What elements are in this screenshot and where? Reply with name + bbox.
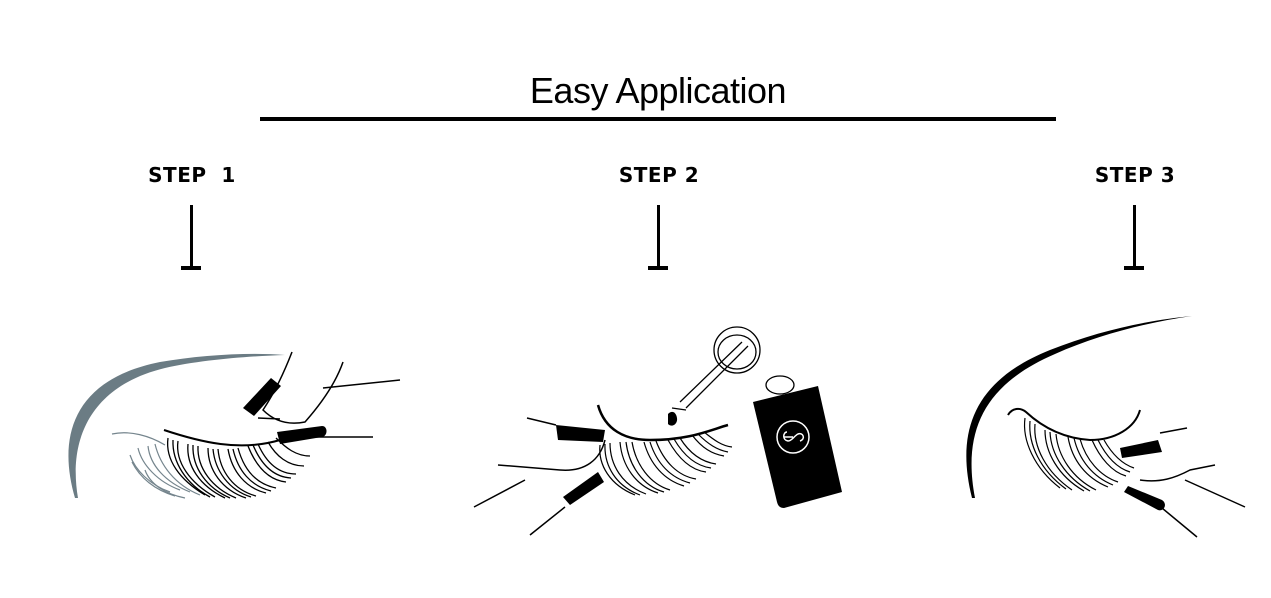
page-title: Easy Application: [529, 70, 787, 111]
tweezer-tip-upper-icon: [243, 378, 281, 416]
step-3-illustration: [966, 316, 1246, 538]
lid-line-icon: [1007, 407, 1141, 442]
glue-drop-icon: [668, 411, 678, 426]
step-1-label: STEP 1: [148, 163, 236, 187]
step-2-illustration: [473, 326, 842, 536]
step-3-connector-foot: [1124, 266, 1144, 270]
lash-strip-icon: [1023, 417, 1135, 492]
step-1-connector: [190, 205, 193, 267]
glue-bottle-icon: [753, 375, 842, 508]
tweezer-tip-lower-icon: [277, 426, 327, 444]
lash-strip-icon: [167, 437, 311, 499]
tweezer-tip-lower-icon: [1124, 486, 1165, 511]
tweezers-icon: [1139, 427, 1246, 538]
lash-band-icon: [596, 404, 729, 442]
step-1-connector-foot: [181, 266, 201, 270]
tweezers-icon: [257, 351, 401, 438]
step-1-illustration: [68, 351, 401, 499]
lid-line-icon: [163, 429, 281, 447]
finger-nail-upper-icon: [556, 425, 605, 442]
step-1-header: STEP 1: [112, 163, 272, 187]
step-2-connector: [657, 205, 660, 267]
bottle-logo-icon: [776, 420, 810, 454]
step-3-header: STEP 3: [1055, 163, 1215, 187]
step-3-label: STEP 3: [1094, 163, 1176, 187]
lash-strip-icon: [599, 431, 733, 496]
lash-shadow-icon: [111, 432, 201, 499]
step-2-header: STEP 2: [579, 163, 739, 187]
step-2-label: STEP 2: [618, 163, 700, 187]
finger-nail-lower-icon: [563, 472, 604, 505]
step-3-connector: [1133, 205, 1136, 267]
brow-arc-icon: [966, 316, 1192, 498]
title-divider: [260, 117, 1056, 121]
tweezer-tip-upper-icon: [1120, 440, 1162, 458]
step-2-connector-foot: [648, 266, 668, 270]
glue-brush-icon: [671, 326, 761, 411]
fingers-icon: [473, 417, 606, 536]
